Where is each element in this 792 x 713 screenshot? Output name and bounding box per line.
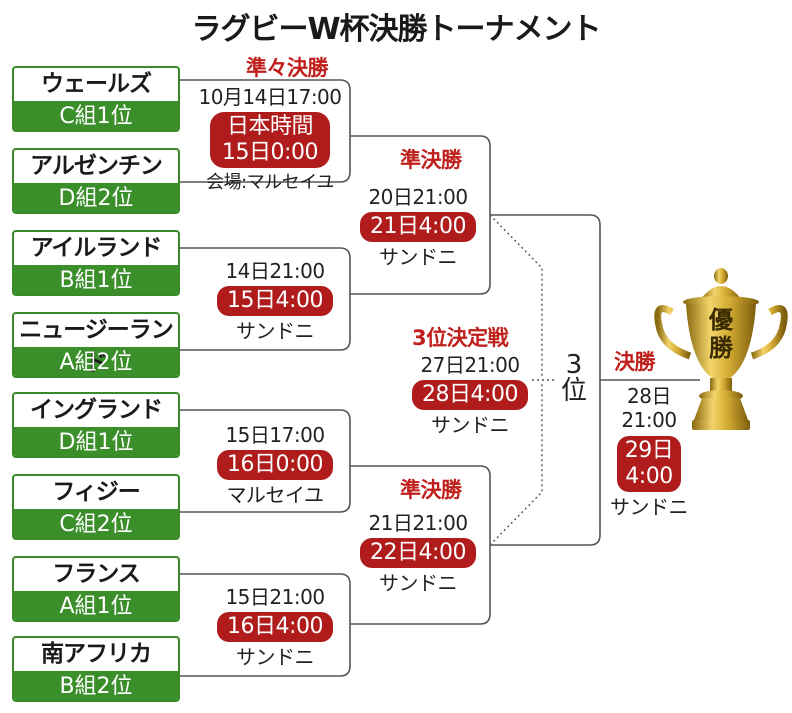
- team-name: ニュージーランド: [19, 317, 174, 376]
- bracket-line-qf2: [180, 247, 351, 351]
- match-info-sf1: 20日21:00 21日4:00 サンドニ: [348, 184, 488, 270]
- trophy-icon: [654, 268, 788, 430]
- team-group: B組2位: [14, 671, 178, 700]
- bracket-line-qf4: [180, 573, 351, 677]
- match-info-third-place: 27日21:00 28日4:00 サンドニ: [400, 352, 540, 438]
- team-card: ウェールズ C組1位: [12, 66, 180, 132]
- match-info-qf3: 15日17:00 16日0:00 マルセイユ: [200, 422, 350, 508]
- team-name: フランス: [52, 561, 141, 587]
- match-japan-time: 21日4:00: [360, 212, 476, 242]
- team-group: D組1位: [14, 427, 178, 456]
- team-name: フィジー: [52, 479, 141, 505]
- match-venue: サンドニ: [610, 495, 689, 519]
- team-card: アイルランド B組1位: [12, 230, 180, 296]
- match-venue: マルセイユ: [226, 483, 324, 507]
- match-japan-time: 16日0:00: [217, 450, 333, 480]
- match-local-time: 10月14日17:00: [198, 85, 342, 109]
- match-local-time: 21日21:00: [368, 511, 468, 535]
- trophy-winner-label: 優 勝: [709, 306, 733, 362]
- team-name: ウェールズ: [41, 71, 152, 97]
- match-local-time: 28日 21:00: [621, 384, 677, 432]
- match-local-time: 15日21:00: [225, 585, 325, 609]
- bracket-line-qf3: [180, 409, 351, 513]
- match-info-qf2: 14日21:00 15日4:00 サンドニ: [200, 258, 350, 344]
- third-place-side-label: 3 位: [560, 350, 587, 406]
- match-info-sf2: 21日21:00 22日4:00 サンドニ: [348, 510, 488, 596]
- match-local-time: 15日17:00: [225, 423, 325, 447]
- team-card: アルゼンチン D組2位: [12, 148, 180, 214]
- match-info-final: 28日 21:00 29日 4:00 サンドニ: [604, 384, 694, 520]
- match-japan-time: 28日4:00: [412, 380, 528, 410]
- team-card: フランス A組1位: [12, 556, 180, 622]
- match-info-qf1: 10月14日17:00 日本時間 15日0:00 会場:マルセイユ: [190, 84, 350, 196]
- match-venue: サンドニ: [236, 319, 315, 343]
- match-venue: サンドニ: [379, 571, 458, 595]
- stage-label-third-place: 3位決定戦: [412, 326, 509, 350]
- team-group: A組1位: [14, 591, 178, 620]
- team-name: イングランド: [30, 397, 163, 423]
- match-local-time: 14日21:00: [225, 259, 325, 283]
- bracket-line-qf1: [180, 79, 351, 183]
- team-group: D組2位: [14, 183, 178, 212]
- match-local-time: 20日21:00: [368, 185, 468, 209]
- stage-label-semifinal-2: 準決勝: [400, 478, 462, 502]
- team-group: C組2位: [14, 509, 178, 538]
- team-group: C組1位: [14, 101, 178, 130]
- match-japan-time: 15日4:00: [217, 286, 333, 316]
- match-venue: サンドニ: [236, 645, 315, 669]
- match-japan-time: 22日4:00: [360, 538, 476, 568]
- match-info-qf4: 15日21:00 16日4:00 サンドニ: [200, 584, 350, 670]
- match-venue: サンドニ: [379, 245, 458, 269]
- team-name: 南アフリカ: [41, 641, 152, 667]
- match-japan-time: 29日 4:00: [616, 436, 682, 492]
- match-venue: サンドニ: [431, 413, 510, 437]
- match-local-time: 27日21:00: [420, 353, 520, 377]
- match-japan-time: 16日4:00: [217, 612, 333, 642]
- team-card: イングランド D組1位: [12, 392, 180, 458]
- match-japan-time: 日本時間 15日0:00: [210, 112, 330, 168]
- stage-label-semifinal-1: 準決勝: [400, 148, 462, 172]
- team-group: A組2位: [14, 347, 178, 376]
- stage-label-final: 決勝: [614, 350, 656, 374]
- match-venue: 会場:マルセイユ: [206, 172, 334, 193]
- team-name: アルゼンチン: [30, 153, 163, 179]
- team-card: フィジー C組2位: [12, 474, 180, 540]
- team-name: アイルランド: [30, 235, 163, 261]
- page-title: ラグビーW杯決勝トーナメント: [191, 12, 601, 47]
- stage-label-quarterfinal: 準々決勝: [246, 56, 329, 80]
- team-group: B組1位: [14, 265, 178, 294]
- team-card: ニュージーランド A組2位: [12, 312, 180, 378]
- team-card: 南アフリカ B組2位: [12, 636, 180, 702]
